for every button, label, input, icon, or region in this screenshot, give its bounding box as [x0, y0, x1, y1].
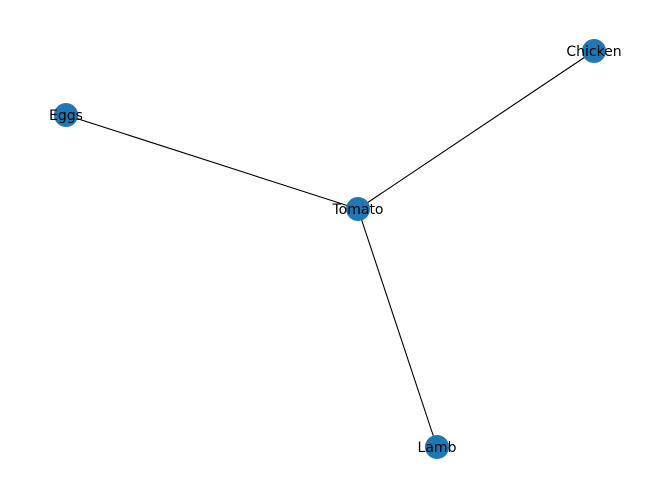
- node-label: Chicken: [566, 44, 621, 60]
- node-circle: [54, 103, 78, 127]
- node-chicken: Chicken: [566, 39, 622, 63]
- node-circle: [346, 197, 370, 221]
- node-circle: [582, 39, 606, 63]
- edges: [65, 50, 595, 448]
- edge-tomato-lamb: [357, 208, 438, 448]
- node-label: Tomato: [331, 202, 383, 218]
- node-label: Eggs: [49, 108, 83, 124]
- node-circle: [425, 435, 449, 459]
- node-label: Lamb: [418, 440, 457, 456]
- node-lamb: Lamb: [418, 435, 457, 459]
- node-tomato: Tomato: [331, 197, 384, 221]
- edge-tomato-eggs: [65, 114, 359, 210]
- edge-tomato-chicken: [357, 50, 595, 210]
- node-eggs: Eggs: [49, 103, 83, 127]
